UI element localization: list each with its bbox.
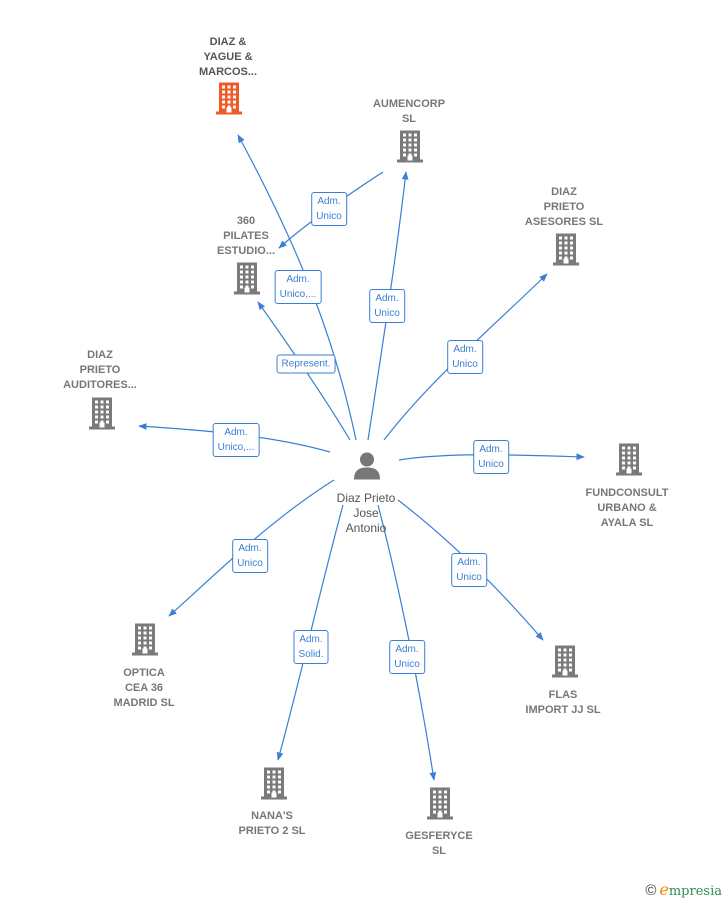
edge-label-flas-import[interactable]: Adm. Unico [451,553,487,587]
building-icon [552,645,578,678]
company-label-gesferyce[interactable]: GESFERYCE SL [405,830,473,857]
edge-label-gesferyce[interactable]: Adm. Unico [389,640,425,674]
company-node-diaz-prieto-auditores[interactable] [86,397,118,436]
building-icon [261,767,287,800]
company-label-flas-import[interactable]: FLAS IMPORT JJ SL [525,689,601,716]
company-label-diaz-yague[interactable]: DIAZ & YAGUE & MARCOS... [198,36,258,78]
person-icon [354,452,380,480]
building-icon [397,130,423,163]
company-node-fundconsult[interactable] [613,443,645,482]
building-icon [234,262,260,295]
brand-name: mpresia [668,884,722,899]
edge-label-diaz-yague[interactable]: Adm. Unico,... [274,270,322,304]
edge-label-diaz-prieto-auditores[interactable]: Adm. Unico,... [212,423,260,457]
edge-label-360-pilates[interactable]: Represent. [276,354,336,374]
company-node-aumencorp[interactable] [394,130,426,169]
company-label-aumencorp[interactable]: AUMENCORP SL [372,98,446,125]
edge-label-360-pilates[interactable]: Adm. Unico [311,192,347,226]
building-icon [132,623,158,656]
building-icon [216,82,242,115]
company-node-360-pilates[interactable] [231,262,263,301]
company-node-diaz-prieto-asesores[interactable] [550,233,582,272]
company-label-360-pilates[interactable]: 360 PILATES ESTUDIO... [216,215,276,257]
company-node-flas-import[interactable] [549,645,581,684]
person-label[interactable]: Diaz Prieto Jose Antonio [336,491,396,535]
edge-label-fundconsult[interactable]: Adm. Unico [473,440,509,474]
company-node-optica-cea[interactable] [129,623,161,662]
building-icon [616,443,642,476]
copyright-symbol: © [645,882,657,899]
company-label-diaz-prieto-asesores[interactable]: DIAZ PRIETO ASESORES SL [524,186,604,228]
company-node-gesferyce[interactable] [424,787,456,826]
building-icon [89,397,115,430]
edge-label-optica-cea[interactable]: Adm. Unico [232,539,268,573]
edge-label-aumencorp[interactable]: Adm. Unico [369,289,405,323]
edge-label-diaz-prieto-asesores[interactable]: Adm. Unico [447,340,483,374]
company-node-nanas-prieto[interactable] [258,767,290,806]
company-node-diaz-yague[interactable] [213,82,245,121]
building-icon [553,233,579,266]
edge-label-nanas-prieto[interactable]: Adm. Solid. [293,630,329,664]
brand-initial: e [659,880,669,899]
person-node[interactable] [352,451,382,486]
company-label-nanas-prieto[interactable]: NANA'S PRIETO 2 SL [238,810,306,837]
empresia-brand[interactable]: ©empresia [645,880,722,899]
company-label-diaz-prieto-auditores[interactable]: DIAZ PRIETO AUDITORES... [63,349,137,391]
company-label-fundconsult[interactable]: FUNDCONSULT URBANO & AYALA SL [585,487,669,529]
building-icon [427,787,453,820]
company-label-optica-cea[interactable]: OPTICA CEA 36 MADRID SL [113,667,175,709]
